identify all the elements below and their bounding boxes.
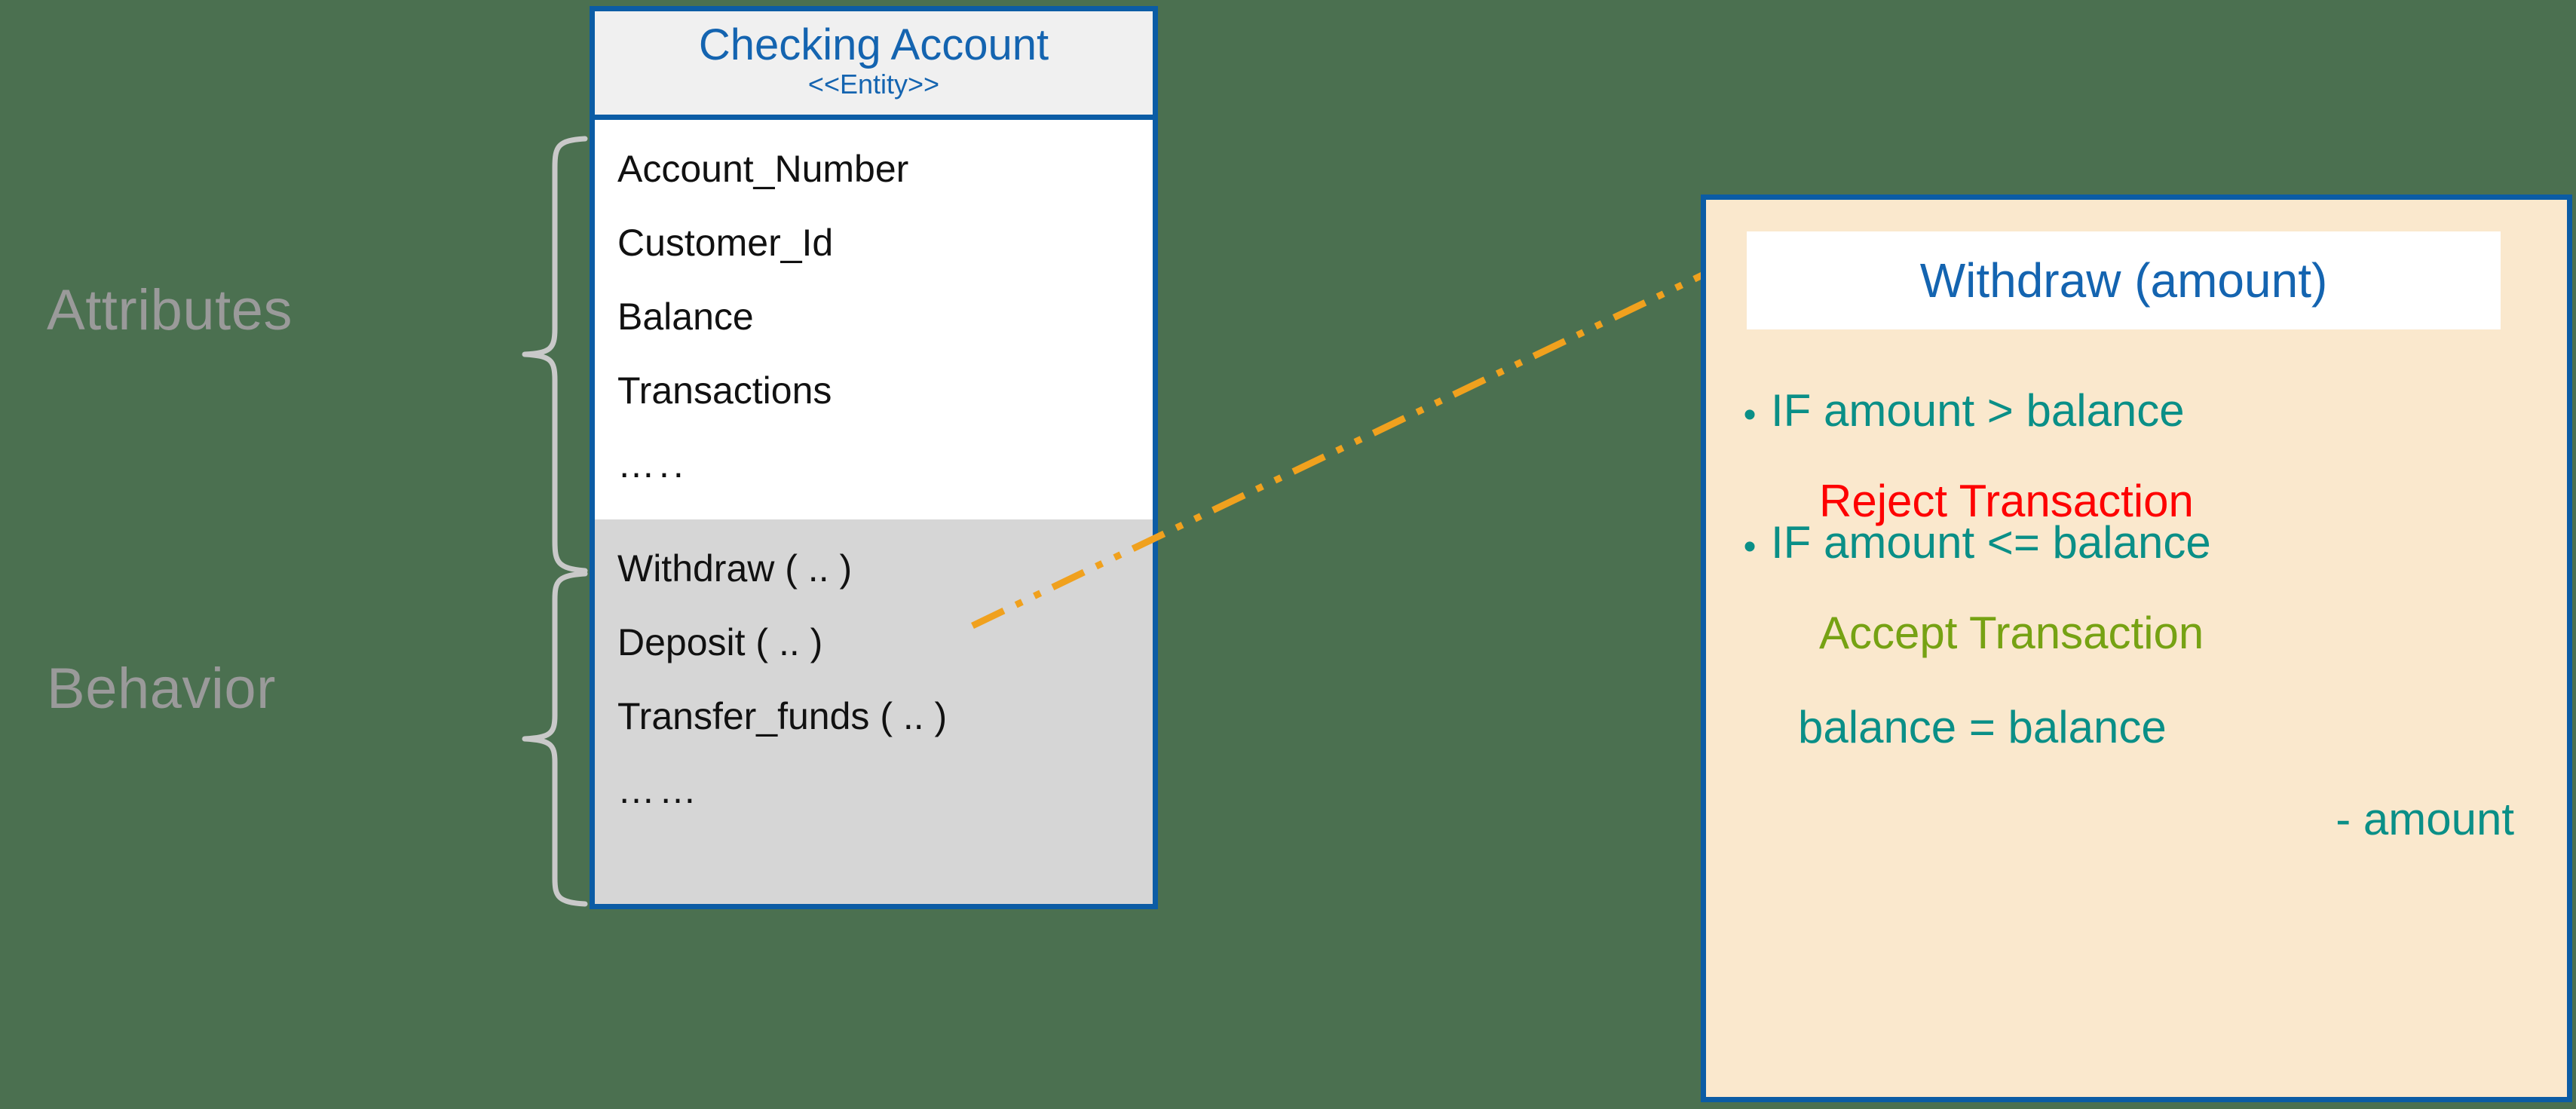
rule-action-accept: Accept Transaction	[1819, 608, 2204, 658]
curly-brace-attributes-icon	[522, 136, 588, 574]
attribute-row: Transactions	[617, 369, 832, 412]
method-row-transfer-funds: Transfer_funds ( .. )	[617, 695, 948, 738]
rule-condition-text: IF amount <= balance	[1771, 517, 2211, 568]
method-row-deposit: Deposit ( .. )	[617, 621, 823, 664]
assignment-line-1: balance = balance	[1798, 702, 2167, 752]
rule-condition-row: • IF amount <= balance	[1706, 520, 2567, 565]
rule-group: • IF amount <= balance Accept Transactio…	[1706, 520, 2567, 656]
section-label-attributes: Attributes	[47, 278, 293, 342]
attribute-row: Balance	[617, 296, 754, 339]
attribute-row: Account_Number	[617, 148, 909, 191]
attribute-row-ellipsis: …..	[617, 443, 688, 486]
behavior-compartment: Withdraw ( .. ) Deposit ( .. ) Transfer_…	[595, 519, 1153, 904]
detail-title-band: Withdraw (amount)	[1747, 231, 2501, 329]
class-stereotype: <<Entity>>	[807, 69, 940, 100]
attributes-compartment: Account_Number Customer_Id Balance Trans…	[595, 120, 1153, 520]
class-header: Checking Account <<Entity>>	[595, 11, 1153, 121]
attribute-row: Customer_Id	[617, 222, 834, 265]
bullet-icon: •	[1743, 527, 1757, 567]
assignment-line-2: - amount	[2336, 794, 2514, 844]
detail-panel-withdraw: Withdraw (amount) • IF amount > balance …	[1701, 195, 2572, 1102]
class-box-checking-account: Checking Account <<Entity>> Account_Numb…	[590, 6, 1158, 909]
rule-group: • IF amount > balance Reject Transaction	[1706, 388, 2567, 524]
assignment-block: balance = balance - amount	[1706, 705, 2567, 842]
method-row-ellipsis: ……	[617, 769, 700, 812]
rule-condition-text: IF amount > balance	[1771, 385, 2185, 436]
method-row-withdraw: Withdraw ( .. )	[617, 547, 853, 590]
class-title: Checking Account	[698, 20, 1049, 69]
rule-action-reject: Reject Transaction	[1819, 476, 2194, 526]
curly-brace-behavior-icon	[522, 571, 588, 907]
bullet-icon: •	[1743, 395, 1757, 435]
rule-condition-row: • IF amount > balance	[1706, 388, 2567, 433]
section-label-behavior: Behavior	[47, 657, 276, 721]
detail-panel-title: Withdraw (amount)	[1919, 253, 2328, 308]
